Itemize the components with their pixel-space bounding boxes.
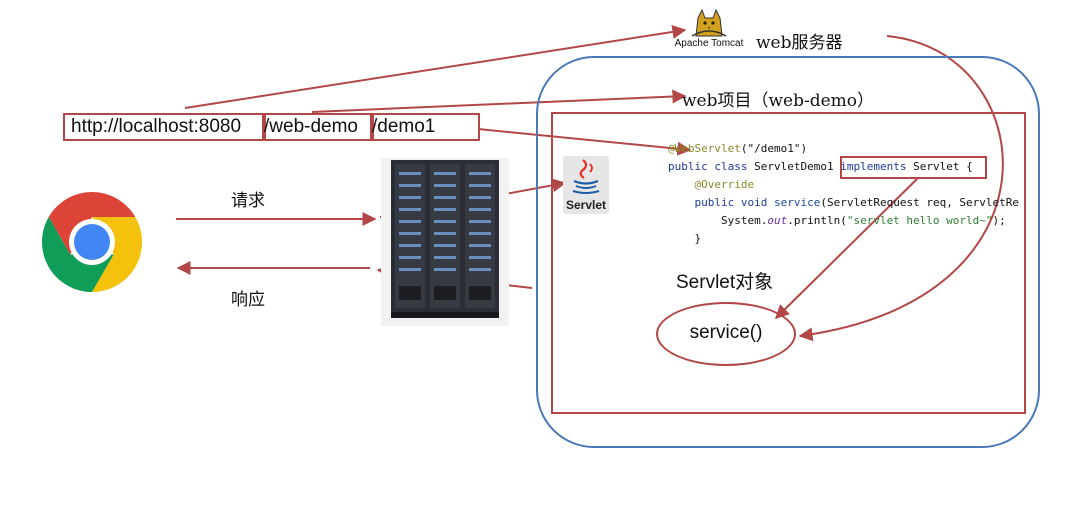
server-rack-icon (381, 158, 509, 326)
servlet-icon-label: Servlet (565, 198, 607, 212)
url-project-box (264, 113, 372, 141)
web-server-label: web服务器 (756, 33, 843, 53)
implements-highlight (840, 156, 987, 179)
request-label: 请求 (231, 191, 265, 211)
response-label: 响应 (231, 290, 265, 310)
service-method-label: service() (689, 322, 763, 343)
arrow-url-to-server (184, 25, 687, 109)
url-resource-text: /demo1 (372, 116, 436, 137)
code-line-2: public class ServletDemo1 implements Ser… (668, 160, 973, 173)
url-host-box (63, 113, 264, 141)
servlet-object-label: Servlet对象 (676, 272, 774, 293)
url-project-text: /web-demo (264, 116, 358, 137)
servlet-icon: Servlet (563, 156, 609, 214)
web-project-container (536, 56, 1040, 448)
code-line-6: } (694, 232, 702, 245)
java-cup-icon (572, 159, 600, 194)
arrow-path-to-project (311, 89, 687, 113)
code-annotation: @WebServlet (668, 142, 741, 155)
code-line-1: @WebServlet("/demo1") (668, 140, 1028, 158)
web-project-label: web项目（web-demo） (682, 91, 875, 111)
tomcat-cat-icon (691, 8, 727, 37)
tomcat-logo: Apache Tomcat (668, 6, 750, 54)
service-method-oval (656, 302, 796, 366)
servlet-container (551, 112, 1026, 414)
arrow-resource-to-servlet (477, 128, 692, 156)
code-line-5: System.out.println("servlet hello world~… (720, 214, 1006, 227)
code-line-4: public void service(ServletRequest req, … (694, 196, 1020, 209)
url-host-text: http://localhost:8080 (71, 116, 242, 137)
code-line-3: @Override (694, 178, 755, 191)
arrow-implements-to-service (775, 177, 919, 319)
arrow-server-to-service (798, 35, 1004, 342)
chrome-icon (42, 192, 142, 292)
tomcat-logo-text: Apache Tomcat (674, 38, 744, 49)
code-annotation-arg: ("/demo1") (740, 142, 808, 155)
url-resource-box (372, 113, 480, 141)
